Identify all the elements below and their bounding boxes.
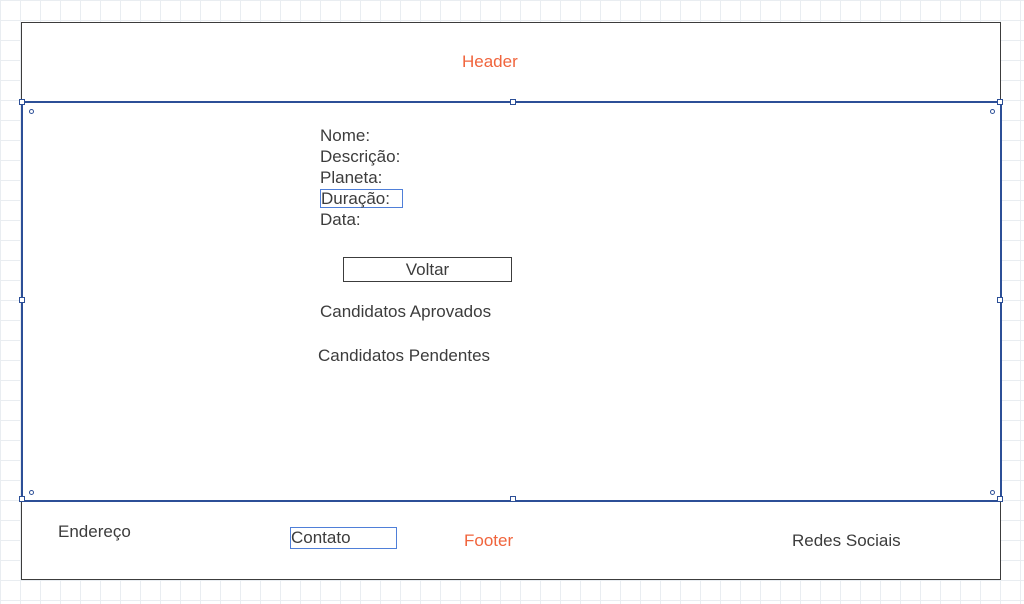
resize-handle-left[interactable]	[19, 297, 25, 303]
pending-candidates-link[interactable]: Candidatos Pendentes	[318, 346, 491, 365]
resize-handle-top-right[interactable]	[997, 99, 1003, 105]
description-label: Descrição:	[320, 147, 401, 166]
corner-dot-top-right[interactable]	[990, 109, 995, 114]
resize-handle-right[interactable]	[997, 297, 1003, 303]
name-label: Nome:	[320, 126, 371, 145]
resize-handle-bottom-right[interactable]	[997, 496, 1003, 502]
resize-handle-bottom[interactable]	[510, 496, 516, 502]
back-button[interactable]: Voltar	[343, 257, 512, 282]
planet-label: Planeta:	[320, 168, 383, 187]
header-label: Header	[462, 52, 518, 71]
footer-label: Footer	[464, 531, 514, 550]
social-media-label: Redes Sociais	[792, 531, 901, 550]
approved-candidates-link[interactable]: Candidatos Aprovados	[320, 302, 492, 321]
resize-handle-top-left[interactable]	[19, 99, 25, 105]
resize-handle-bottom-left[interactable]	[19, 496, 25, 502]
corner-dot-top-left[interactable]	[29, 109, 34, 114]
main-content-area[interactable]	[19, 99, 1003, 502]
corner-dot-bottom-left[interactable]	[29, 490, 34, 495]
address-label: Endereço	[58, 522, 131, 541]
date-label: Data:	[320, 210, 361, 229]
page-wireframe	[21, 22, 1001, 580]
duration-label[interactable]: Duração:	[320, 189, 403, 208]
resize-handle-top[interactable]	[510, 99, 516, 105]
contact-link[interactable]: Contato	[290, 527, 397, 549]
corner-dot-bottom-right[interactable]	[990, 490, 995, 495]
